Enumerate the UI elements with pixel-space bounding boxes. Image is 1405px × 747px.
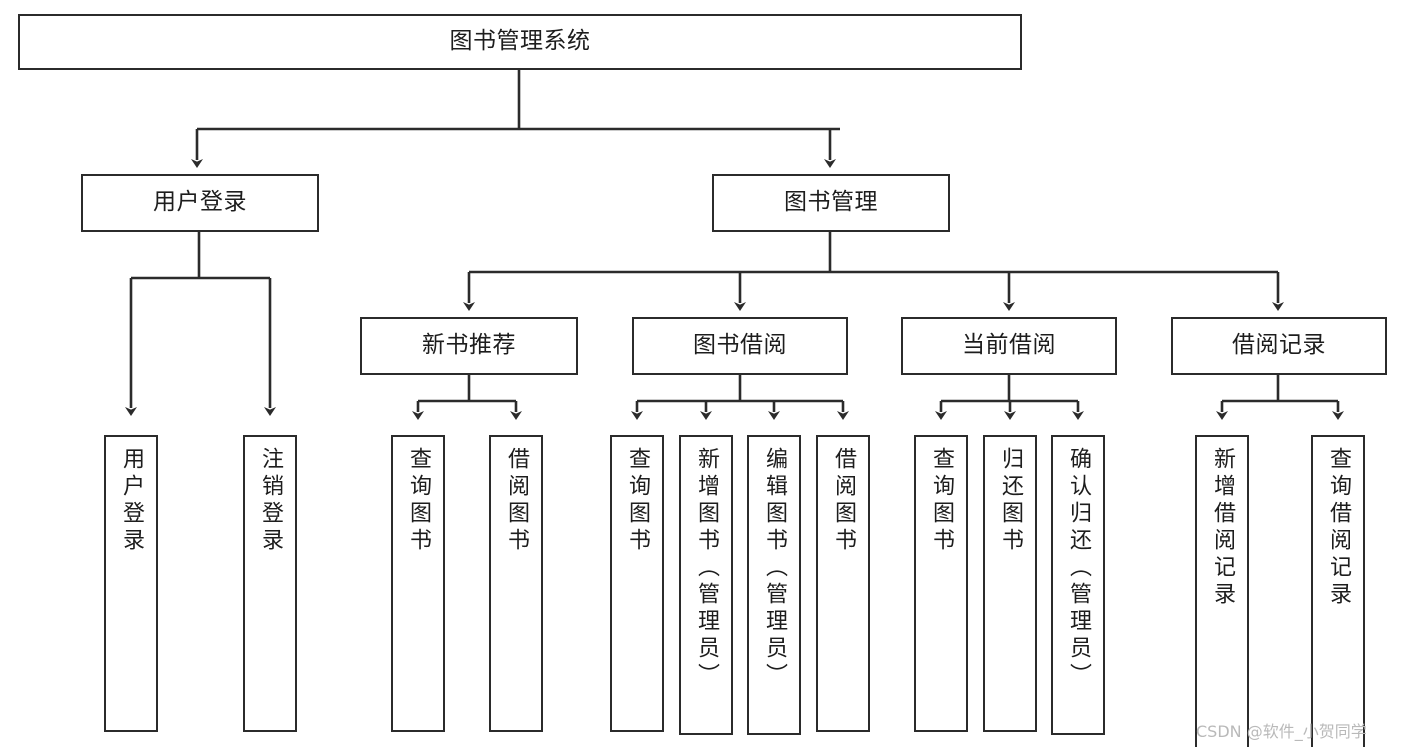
node-label: 图书借阅 bbox=[693, 332, 787, 359]
node-label: 查询图书 bbox=[406, 447, 431, 555]
node-label: 用户登录 bbox=[153, 189, 247, 216]
leaf-bb-borrow-book[interactable]: 借阅图书 bbox=[816, 435, 870, 732]
node-label: 新增图书（管理员） bbox=[694, 447, 719, 690]
node-book-management[interactable]: 图书管理 bbox=[712, 174, 950, 232]
leaf-nb-query-book[interactable]: 查询图书 bbox=[391, 435, 445, 732]
node-label: 图书管理系统 bbox=[449, 28, 591, 55]
leaf-nb-borrow-book[interactable]: 借阅图书 bbox=[489, 435, 543, 732]
csdn-watermark: CSDN @软件_小贺同学 bbox=[1196, 722, 1367, 741]
node-label: 借阅图书 bbox=[504, 447, 529, 555]
node-label: 查询图书 bbox=[929, 447, 954, 555]
node-label: 查询借阅记录 bbox=[1326, 447, 1351, 609]
node-label: 图书管理 bbox=[784, 189, 878, 216]
leaf-br-add-record[interactable]: 新增借阅记录 bbox=[1195, 435, 1249, 747]
node-user-login[interactable]: 用户登录 bbox=[81, 174, 319, 232]
node-new-book-recommend[interactable]: 新书推荐 bbox=[360, 317, 578, 375]
node-label: 确认归还（管理员） bbox=[1066, 447, 1091, 690]
node-label: 新增借阅记录 bbox=[1210, 447, 1235, 609]
leaf-cb-query-book[interactable]: 查询图书 bbox=[914, 435, 968, 732]
leaf-logout[interactable]: 注销登录 bbox=[243, 435, 297, 732]
node-label: 用户登录 bbox=[119, 447, 144, 555]
node-label: 编辑图书（管理员） bbox=[762, 447, 787, 690]
node-label: 当前借阅 bbox=[962, 332, 1056, 359]
node-label: 新书推荐 bbox=[422, 332, 516, 359]
leaf-cb-confirm-return-admin[interactable]: 确认归还（管理员） bbox=[1051, 435, 1105, 735]
node-current-borrow[interactable]: 当前借阅 bbox=[901, 317, 1117, 375]
leaf-bb-add-book-admin[interactable]: 新增图书（管理员） bbox=[679, 435, 733, 735]
node-book-borrow[interactable]: 图书借阅 bbox=[632, 317, 848, 375]
node-label: 归还图书 bbox=[998, 447, 1023, 555]
node-root-system[interactable]: 图书管理系统 bbox=[18, 14, 1022, 70]
node-borrow-record[interactable]: 借阅记录 bbox=[1171, 317, 1387, 375]
leaf-br-query-record[interactable]: 查询借阅记录 bbox=[1311, 435, 1365, 747]
node-label: 注销登录 bbox=[258, 447, 283, 555]
node-label: 借阅图书 bbox=[831, 447, 856, 555]
leaf-cb-return-book[interactable]: 归还图书 bbox=[983, 435, 1037, 732]
leaf-user-login[interactable]: 用户登录 bbox=[104, 435, 158, 732]
node-label: 借阅记录 bbox=[1232, 332, 1326, 359]
leaf-bb-query-book[interactable]: 查询图书 bbox=[610, 435, 664, 732]
node-label: 查询图书 bbox=[625, 447, 650, 555]
leaf-bb-edit-book-admin[interactable]: 编辑图书（管理员） bbox=[747, 435, 801, 735]
